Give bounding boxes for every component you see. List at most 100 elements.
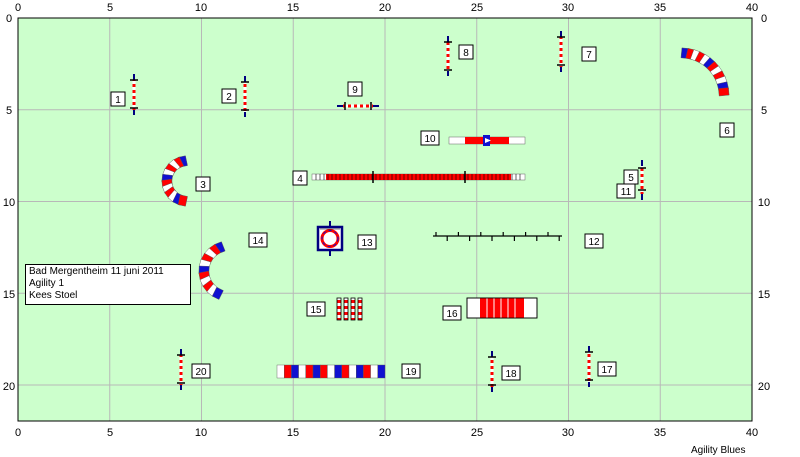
x-axis-top: 0 5 10 15 20 25 30 35 40 (15, 2, 758, 14)
grid-lines (18, 18, 752, 421)
y-tick: 15 (3, 289, 15, 301)
x-tick: 25 (471, 427, 483, 439)
tunnel-14[interactable] (198, 241, 226, 300)
y-tick: 10 (3, 197, 15, 209)
judge-name: Kees Stoel (29, 290, 78, 301)
tunnel-6[interactable] (680, 47, 730, 97)
y-tick: 10 (758, 197, 770, 209)
dogwalk-slats (315, 174, 521, 180)
label-1: 1 (110, 91, 126, 107)
jump-17[interactable] (585, 346, 593, 387)
jump-8[interactable] (444, 36, 452, 76)
brand-label: Agility Blues (691, 445, 746, 456)
label-16: 16 (442, 305, 462, 321)
svg-text:2: 2 (226, 92, 232, 103)
x-tick: 30 (562, 2, 574, 14)
label-17: 17 (597, 361, 617, 377)
x-tick: 35 (654, 427, 666, 439)
svg-text:20: 20 (195, 367, 207, 378)
jump-18[interactable] (488, 351, 496, 392)
label-14: 14 (248, 232, 268, 248)
field-border (17, 17, 753, 422)
svg-text:11: 11 (621, 187, 632, 198)
jump-20[interactable] (177, 349, 185, 390)
label-5: 5 (623, 169, 639, 185)
svg-text:14: 14 (252, 236, 264, 247)
jump-5-11[interactable] (638, 160, 646, 200)
event-title: Bad Mergentheim 11 juni 2011 (29, 266, 164, 277)
svg-text:17: 17 (601, 365, 613, 376)
dogwalk-4[interactable] (311, 171, 526, 183)
x-tick: 15 (287, 427, 299, 439)
y-tick: 15 (758, 289, 770, 301)
svg-text:13: 13 (361, 238, 373, 249)
label-3: 3 (195, 176, 211, 192)
label-7: 7 (581, 46, 597, 62)
label-19: 19 (401, 363, 421, 379)
label-4: 4 (292, 170, 308, 186)
svg-text:7: 7 (586, 50, 592, 61)
y-tick: 0 (761, 13, 767, 25)
long-jump-15[interactable] (336, 297, 363, 321)
x-tick: 5 (107, 427, 113, 439)
svg-text:4: 4 (297, 174, 303, 185)
x-tick: 0 (15, 2, 21, 14)
label-20: 20 (191, 363, 211, 379)
tunnel-19[interactable] (276, 364, 386, 379)
x-tick: 20 (379, 2, 391, 14)
label-2: 2 (221, 88, 237, 104)
collapsed-tunnel-16[interactable] (466, 297, 538, 319)
y-tick: 0 (6, 13, 12, 25)
y-tick: 20 (758, 381, 770, 393)
event-info-box: Bad Mergentheim 11 juni 2011 Agility 1 K… (25, 264, 191, 305)
svg-text:3: 3 (200, 180, 206, 191)
jump-2[interactable] (241, 76, 249, 117)
y-tick: 5 (761, 105, 767, 117)
label-18: 18 (501, 365, 521, 381)
jump-7[interactable] (557, 31, 565, 72)
y-axis-left: 0 5 10 15 20 (3, 13, 15, 393)
y-tick: 5 (6, 105, 12, 117)
label-8: 8 (458, 44, 474, 60)
svg-text:15: 15 (310, 305, 322, 316)
jump-1[interactable] (130, 74, 138, 115)
svg-text:16: 16 (446, 309, 458, 320)
x-tick: 5 (107, 2, 113, 14)
tyre-13[interactable] (316, 221, 344, 256)
svg-text:1: 1 (115, 95, 121, 106)
svg-text:6: 6 (724, 126, 730, 137)
x-tick: 20 (379, 427, 391, 439)
svg-text:9: 9 (352, 85, 358, 96)
x-tick: 0 (15, 427, 21, 439)
label-11: 11 (616, 183, 636, 199)
label-13: 13 (357, 234, 377, 250)
svg-text:12: 12 (588, 237, 600, 248)
svg-text:8: 8 (463, 48, 469, 59)
y-tick: 20 (3, 381, 15, 393)
tunnel-3[interactable] (161, 155, 188, 207)
svg-text:19: 19 (405, 367, 417, 378)
y-axis-right: 0 5 10 15 20 (758, 13, 770, 393)
svg-text:10: 10 (424, 134, 436, 145)
x-tick: 35 (654, 2, 666, 14)
x-tick: 10 (195, 2, 207, 14)
label-15: 15 (306, 301, 326, 317)
label-10: 10 (420, 130, 440, 146)
event-class: Agility 1 (29, 278, 65, 289)
label-12: 12 (584, 233, 604, 249)
label-6: 6 (719, 122, 735, 138)
x-tick: 30 (562, 427, 574, 439)
x-tick: 15 (287, 2, 299, 14)
jump-9[interactable] (337, 102, 379, 110)
svg-text:18: 18 (505, 369, 517, 380)
x-tick: 40 (746, 2, 758, 14)
obstacle-labels: 1 2 3 4 5 6 7 8 9 10 11 12 13 14 15 16 1… (110, 44, 735, 381)
x-axis-bottom: 0 5 10 15 20 25 30 35 40 (15, 427, 758, 439)
weave-poles-12[interactable] (433, 232, 562, 241)
x-tick: 10 (195, 427, 207, 439)
label-9: 9 (347, 81, 363, 97)
x-tick: 25 (471, 2, 483, 14)
seesaw-10[interactable] (448, 135, 526, 146)
x-tick: 40 (746, 427, 758, 439)
